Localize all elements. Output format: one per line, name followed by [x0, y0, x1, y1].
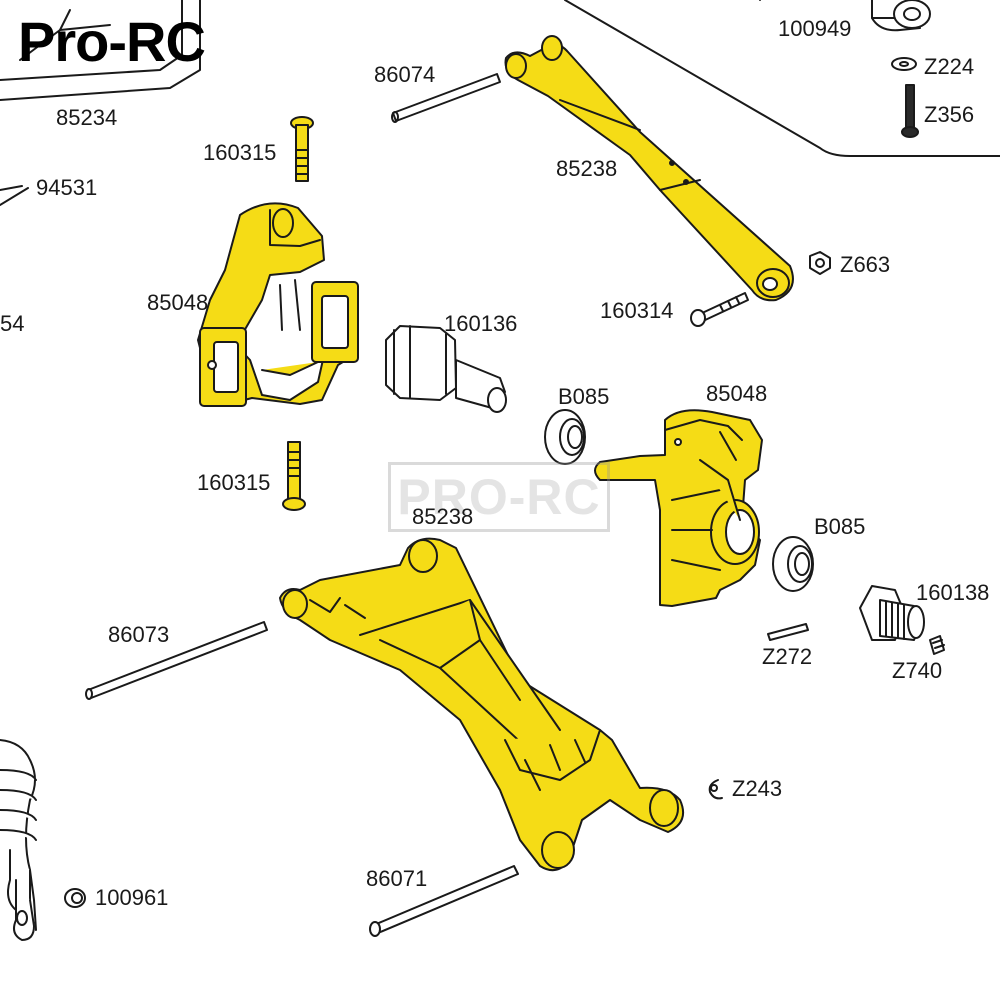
- screw-160315-top: [290, 116, 314, 182]
- chassis-plate-85234: [0, 0, 201, 101]
- label-b085-top: B085: [558, 384, 610, 409]
- label-z740: Z740: [892, 658, 943, 683]
- label-100961: 100961: [95, 885, 169, 910]
- label-94531: 94531: [36, 175, 98, 200]
- watermark: PRO-RC: [388, 462, 610, 532]
- washer-z224: [891, 57, 917, 71]
- label-86074: 86074: [374, 62, 436, 87]
- clip-z243: [708, 779, 723, 800]
- set-screw-z740: [929, 635, 945, 655]
- label-160138: 160138: [916, 580, 990, 605]
- upper-link-85238: [504, 35, 794, 302]
- label-85048-left: 85048: [147, 290, 209, 315]
- label-85238-bottom: 85238: [412, 504, 474, 529]
- shock-absorber: [0, 739, 37, 941]
- screw-160315-bottom: [282, 441, 306, 511]
- upper-plate-outline: [564, 0, 1000, 157]
- screw-z356: [901, 84, 919, 138]
- label-160315-bottom: 160315: [197, 470, 271, 495]
- leader-94531: [0, 185, 29, 206]
- label-160315-top: 160315: [203, 140, 277, 165]
- label-85234: 85234: [56, 105, 118, 130]
- brand-logo: Pro-RC: [18, 10, 206, 73]
- label-85238-top: 85238: [556, 156, 618, 181]
- label-100949: 100949: [778, 16, 852, 41]
- label-160314: 160314: [600, 298, 674, 323]
- pin-z272: [767, 623, 809, 641]
- screw-160314: [690, 292, 749, 327]
- label-z663: Z663: [840, 252, 891, 277]
- label-86071: 86071: [366, 866, 428, 891]
- label-z272: Z272: [762, 644, 813, 669]
- label-z224: Z224: [924, 54, 975, 79]
- hex-hub-160138: [859, 585, 925, 641]
- label-54: 54: [0, 311, 25, 336]
- pin-86074: [391, 73, 501, 123]
- hub-carrier-85048-right: [594, 409, 763, 607]
- bearing-b085-right: [772, 536, 814, 592]
- lower-arm-85238: [279, 537, 684, 872]
- bushing-100961: [64, 888, 86, 908]
- label-b085-right: B085: [814, 514, 866, 539]
- label-160136: 160136: [444, 311, 518, 336]
- drive-cup-160136: [385, 325, 507, 413]
- pin-86073: [85, 621, 268, 700]
- label-85048-right: 85048: [706, 381, 768, 406]
- pin-86071: [369, 865, 519, 937]
- label-z243: Z243: [732, 776, 783, 801]
- hub-carrier-85048-left: [197, 202, 359, 407]
- bearing-b085-top: [544, 409, 586, 465]
- nut-z663: [809, 251, 831, 275]
- label-86073: 86073: [108, 622, 170, 647]
- label-z356: Z356: [924, 102, 975, 127]
